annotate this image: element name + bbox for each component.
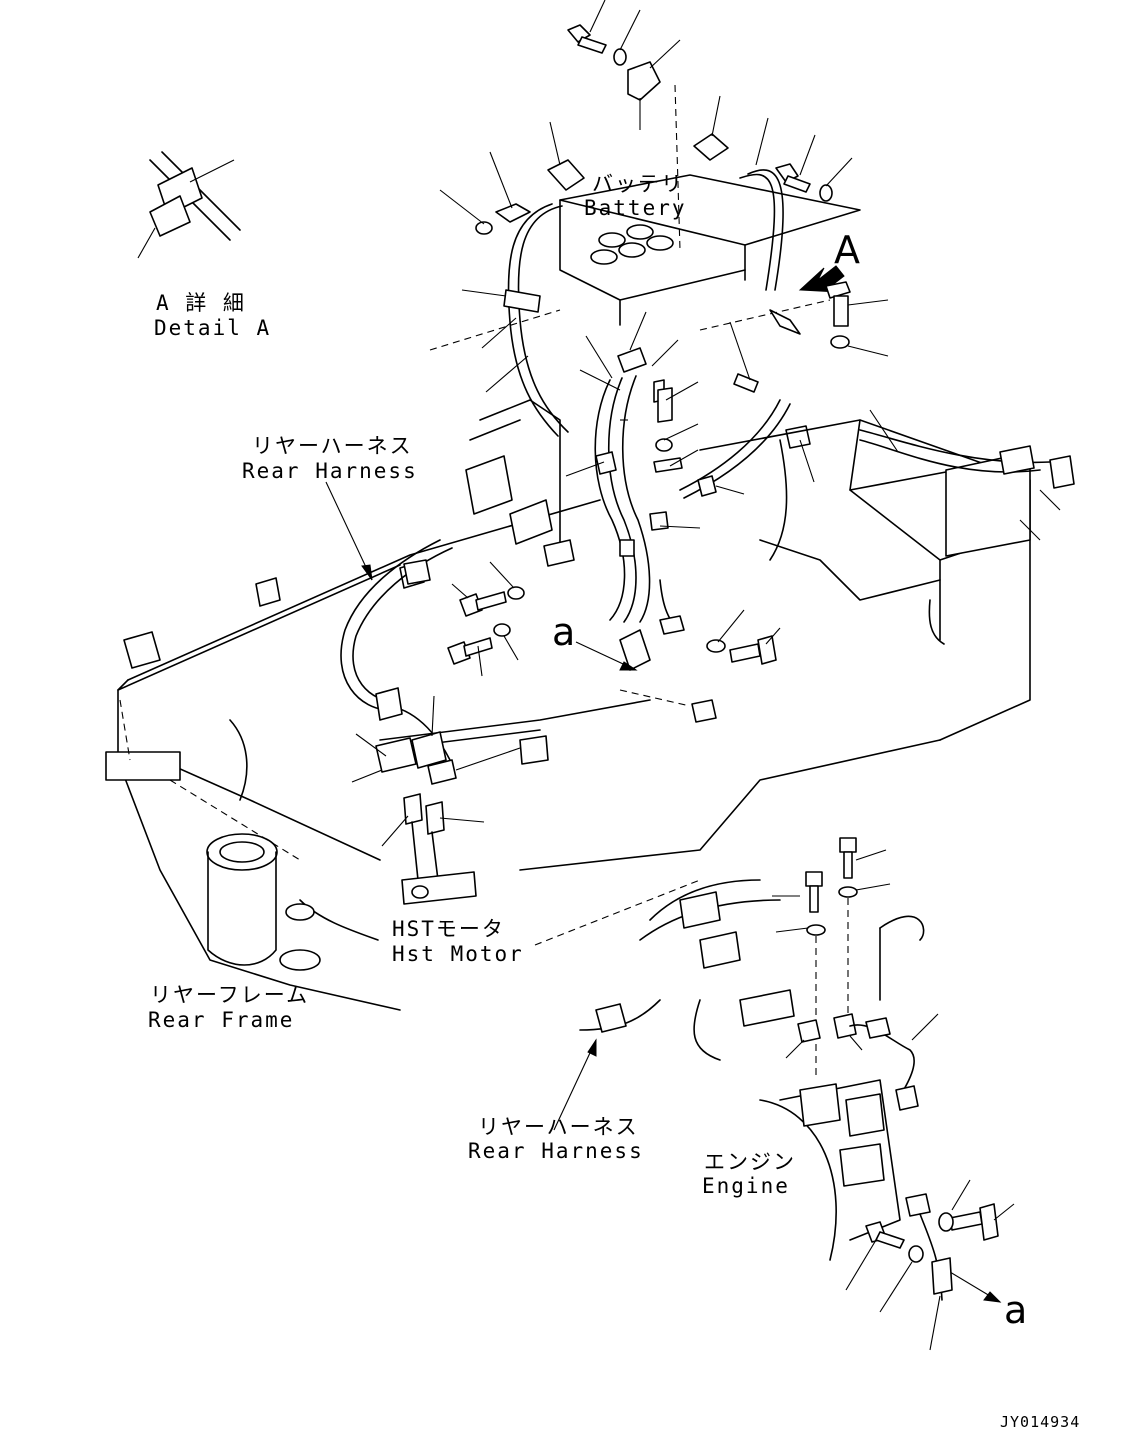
battery-label-en: Battery	[584, 196, 687, 220]
engine-label-en: Engine	[702, 1174, 790, 1198]
hst-motor-label-en: Hst Motor	[392, 942, 524, 966]
frame-harness	[340, 429, 1075, 761]
top-hardware	[439, 0, 853, 235]
ref-a-left: a	[552, 610, 576, 654]
hst-motor	[351, 695, 521, 905]
detail-a-label-jp: A 詳 細	[156, 291, 246, 315]
battery	[429, 84, 861, 351]
rear-frame-label-jp: リヤーフレーム	[150, 983, 310, 1007]
rear-frame-label-en: Rear Frame	[148, 1008, 295, 1032]
battery-label-jp: バッテリ	[592, 172, 684, 196]
ref-a-right: a	[1004, 1288, 1028, 1332]
engine-label-jp: エンジン	[704, 1150, 796, 1174]
detail-a-label-en: Detail A	[154, 316, 272, 340]
battery-cables	[461, 169, 784, 437]
rear-harness-label-bottom-en: Rear Harness	[468, 1139, 644, 1163]
detail-a-clamp	[137, 151, 241, 259]
rear-harness-label-top-en: Rear Harness	[242, 459, 418, 483]
rear-frame	[105, 399, 601, 1011]
view-a-label: A	[834, 228, 860, 272]
engine-area	[579, 837, 1015, 1351]
drawing-code: JY014934	[1000, 1413, 1081, 1431]
view-a-arrow	[769, 265, 889, 357]
hst-motor-label-jp: HSTモータ	[392, 917, 505, 941]
main-frame-right	[379, 419, 1031, 946]
rear-harness-label-top-jp: リヤーハーネス	[252, 434, 413, 458]
central-harness	[565, 311, 899, 623]
frame-bolts	[447, 561, 781, 677]
label-arrows	[325, 481, 1002, 1303]
rear-harness-label-bottom-jp: リヤーハーネス	[478, 1115, 639, 1139]
